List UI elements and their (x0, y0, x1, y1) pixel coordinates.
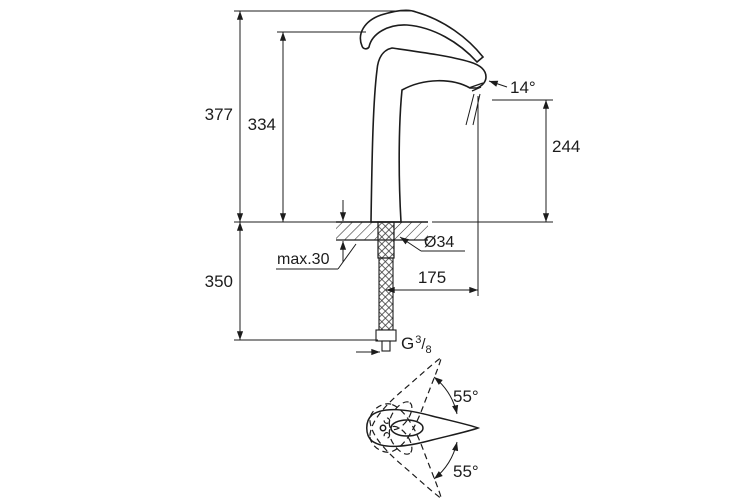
dimension-body-height: 334 (248, 31, 366, 222)
outlet-height-label: 244 (552, 137, 580, 156)
counter-thickness-label: max.30 (277, 251, 330, 268)
handle-top-view: 55° 55° (361, 346, 479, 500)
water-stream-line-1 (465, 93, 475, 126)
faucet-lever-outline (359, 9, 485, 64)
faucet-body-outline (370, 47, 487, 223)
thread-denominator: 8 (426, 344, 432, 356)
handle-solid (366, 408, 479, 448)
under-counter-parts (375, 221, 397, 352)
dimension-counter-thickness: max.30 (276, 200, 357, 270)
countertop-hatch-right (394, 222, 428, 240)
hose-connector (375, 329, 397, 342)
dimension-stream-angle: 14° (488, 78, 536, 97)
dimension-base-diameter: Ø34 (399, 234, 465, 252)
threaded-shank (377, 221, 395, 259)
base-diameter-label: Ø34 (424, 234, 454, 251)
connector-nipple (381, 340, 391, 352)
swivel-arc-lower (433, 441, 459, 480)
base-diameter-leader (399, 236, 422, 252)
below-counter-label: 350 (205, 272, 233, 291)
dimension-spout-reach: 175 (386, 96, 479, 296)
water-stream-line-2 (472, 93, 481, 126)
flex-hose (378, 257, 394, 331)
thread-prefix: G (401, 334, 414, 353)
thread-size-label: G3/8 (401, 334, 432, 356)
swivel-arc-upper (433, 376, 459, 415)
dimension-thread-size: G3/8 (356, 334, 432, 356)
stream-angle-label: 14° (510, 78, 536, 97)
dimension-below-counter: 350 (205, 222, 378, 341)
dimension-outlet-height: 244 (432, 99, 580, 223)
angle-leader-line (488, 80, 508, 88)
aerator-detail-line-1 (469, 82, 484, 89)
counter-thickness-leader (337, 243, 357, 270)
dimension-total-height: 377 (205, 10, 414, 222)
thread-slash: / (421, 336, 426, 353)
total-height-label: 377 (205, 105, 233, 124)
aerator-detail-line-2 (471, 86, 482, 92)
countertop-section (234, 221, 428, 241)
thread-numerator: 3 (415, 334, 421, 346)
swivel-angle-upper-label: 55° (453, 387, 479, 406)
spout-reach-label: 175 (418, 268, 446, 287)
handle-swivel-upper (361, 346, 457, 460)
swivel-angle-lower-label: 55° (453, 462, 479, 481)
countertop-hatch-left (336, 222, 378, 240)
faucet-side-view (359, 9, 487, 223)
body-height-label: 334 (248, 115, 276, 134)
